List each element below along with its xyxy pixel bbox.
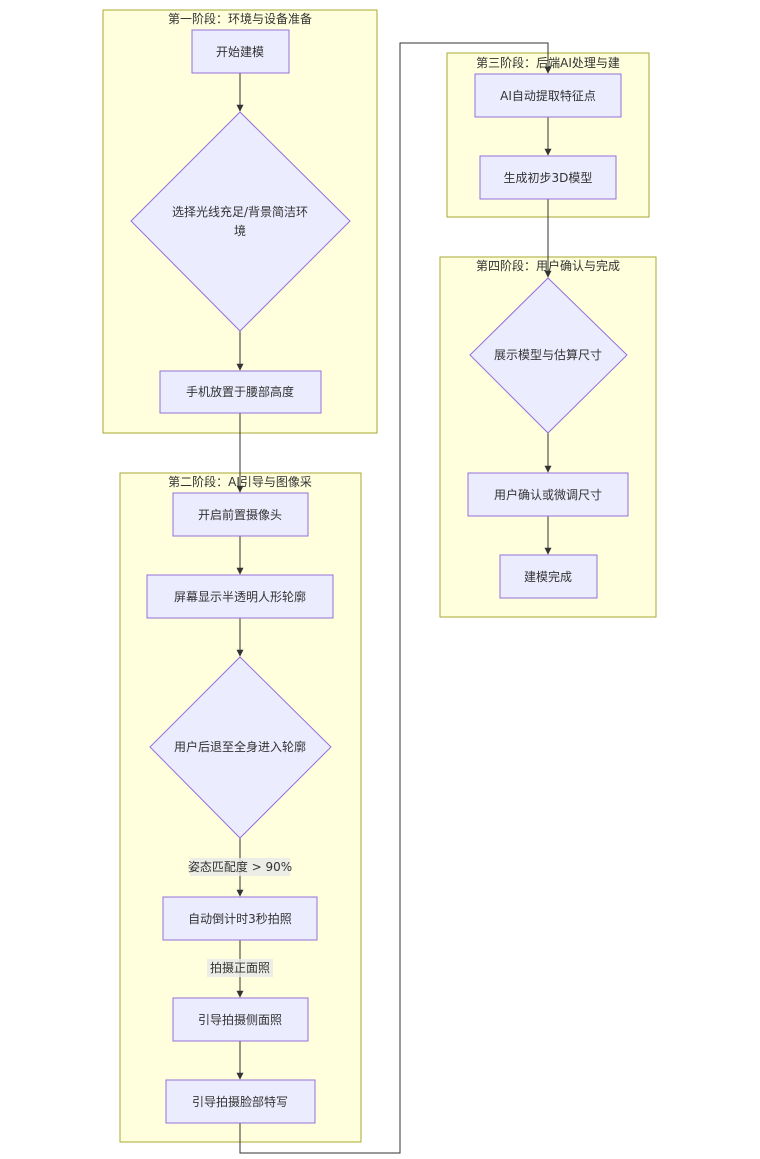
node-choose-environment-label-line1: 选择光线充足/背景简洁环 [172,204,308,219]
node-countdown: 自动倒计时3秒拍照 [162,896,318,941]
cluster-stage1-title: 第一阶段：环境与设备准备 [168,11,312,26]
node-face-photo-label: 引导拍摄脸部特写 [192,1094,288,1109]
node-start: 开始建模 [191,29,290,74]
node-phone-waist: 手机放置于腰部高度 [159,370,322,414]
node-silhouette: 屏幕显示半透明人形轮廓 [146,574,334,619]
node-step-back-label: 用户后退至全身进入轮廓 [174,739,306,754]
edge-label-pose-match-text: 姿态匹配度 > 90% [188,859,292,874]
node-face-photo: 引导拍摄脸部特写 [165,1079,316,1124]
node-done-label: 建模完成 [524,569,572,584]
node-side-photo: 引导拍摄侧面照 [172,997,309,1042]
node-extract-features: AI自动提取特征点 [474,73,622,118]
node-front-camera: 开启前置摄像头 [172,492,309,537]
edge-label-front-shot-text: 拍摄正面照 [210,960,270,975]
node-extract-features-label: AI自动提取特征点 [500,88,596,103]
node-countdown-label: 自动倒计时3秒拍照 [188,911,292,926]
node-step-back: 用户后退至全身进入轮廓 [149,656,332,839]
node-done: 建模完成 [499,554,598,599]
node-choose-environment: 选择光线充足/背景简洁环 境 [130,111,351,332]
node-silhouette-label: 屏幕显示半透明人形轮廓 [174,589,306,604]
node-initial-model: 生成初步3D模型 [479,155,617,200]
edge-face-extract [239,42,552,1154]
node-choose-environment-label-line2: 境 [234,223,246,238]
node-show-model: 展示模型与估算尺寸 [469,277,628,434]
edge-label-front-shot: 拍摄正面照 [207,959,273,977]
node-confirm: 用户确认或微调尺寸 [467,472,629,517]
node-confirm-label: 用户确认或微调尺寸 [494,487,602,502]
node-show-model-label: 展示模型与估算尺寸 [494,347,602,362]
node-phone-waist-label: 手机放置于腰部高度 [186,384,294,399]
node-start-label: 开始建模 [216,45,264,59]
edge-label-pose-match: 姿态匹配度 > 90% [188,858,292,876]
node-side-photo-label: 引导拍摄侧面照 [198,1012,282,1027]
node-front-camera-label: 开启前置摄像头 [198,507,282,522]
node-initial-model-label: 生成初步3D模型 [504,171,593,185]
